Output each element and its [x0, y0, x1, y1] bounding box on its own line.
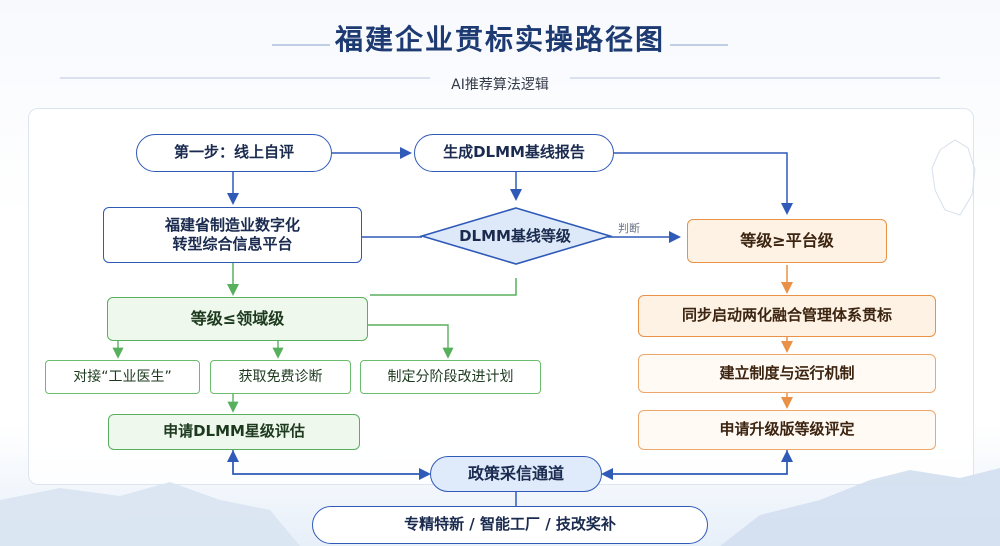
judge-label: 判断 — [618, 222, 640, 235]
free-diagnosis-node: 获取免费诊断 — [210, 360, 351, 394]
page-subtitle: AI推荐算法逻辑 — [451, 77, 549, 93]
apply-upgrade-node: 申请升级版等级评定 — [638, 410, 936, 450]
high-level-node: 等级≥平台级 — [687, 219, 887, 263]
policy-channel-node: 政策采信通道 — [430, 456, 602, 492]
page-title: 福建企业贯标实操路径图 — [334, 23, 665, 56]
step1-node: 第一步：线上自评 — [136, 134, 332, 172]
low-level-node: 等级≤领域级 — [107, 297, 368, 341]
baseline-report-node: 生成DLMM基线报告 — [414, 134, 614, 172]
dock-doctor-node: 对接“工业医生” — [45, 360, 200, 394]
sync-system-node: 同步启动两化融合管理体系贯标 — [638, 295, 936, 337]
baseline-level-diamond — [419, 207, 613, 265]
policy-items-node: 专精特新 / 智能工厂 / 技改奖补 — [312, 506, 708, 544]
platform-node: 福建省制造业数字化 转型综合信息平台 — [103, 207, 362, 263]
establish-system-node: 建立制度与运行机制 — [638, 354, 936, 393]
baseline-level-label: DLMM基线等级 — [459, 226, 571, 245]
stage-plan-node: 制定分阶段改进计划 — [360, 360, 541, 394]
map-outline — [931, 139, 976, 216]
platform-line-1: 福建省制造业数字化 — [164, 215, 300, 234]
platform-line-2: 转型综合信息平台 — [172, 235, 293, 253]
apply-star-node: 申请DLMM星级评估 — [108, 414, 360, 450]
